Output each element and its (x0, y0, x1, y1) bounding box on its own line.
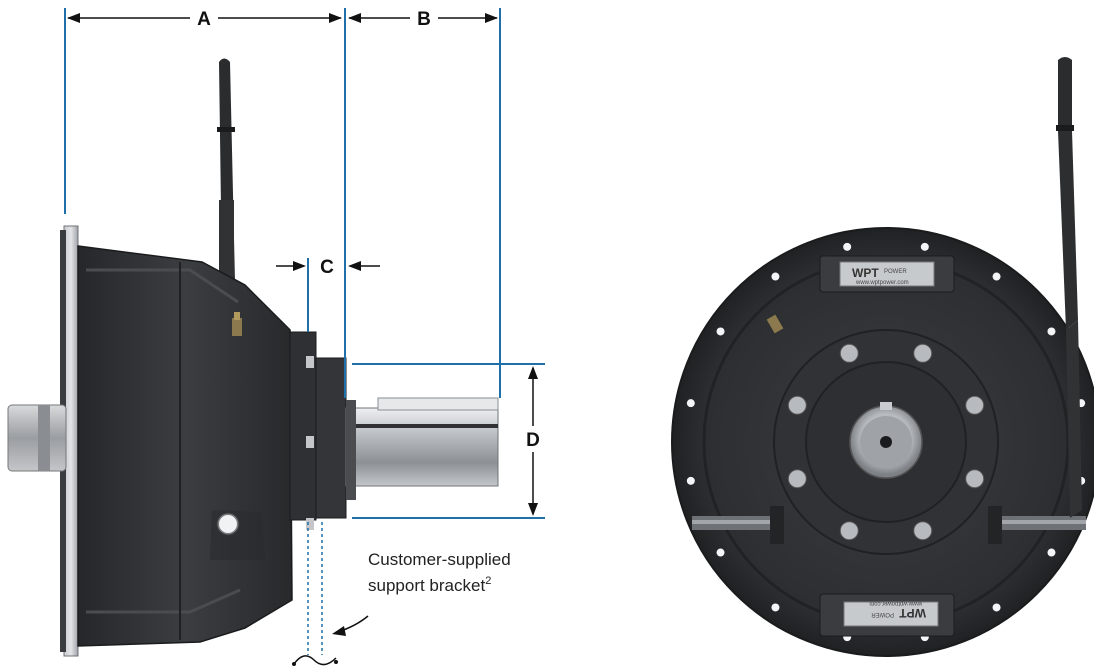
rim-bolt-hole (1047, 327, 1056, 336)
side-hand-lever (217, 58, 235, 282)
dimension-b: B (348, 9, 498, 30)
front-grease-fitting (766, 314, 784, 334)
rim-bolt-hole (920, 242, 929, 251)
dimension-c-label: C (320, 257, 334, 278)
rim-bolt-hole (843, 242, 852, 251)
inner-bolt (839, 521, 859, 541)
front-hand-lever (1056, 57, 1082, 518)
inner-bolt (913, 343, 933, 363)
support-bracket-callout: Customer-supplied support bracket2 (292, 522, 511, 666)
callout-line-2: support bracket2 (368, 575, 491, 595)
rim-bolt-hole (771, 603, 780, 612)
front-inner-bolts (787, 343, 985, 541)
side-output-shaft (345, 397, 499, 500)
rim-bolt-hole (992, 603, 1001, 612)
inner-bolt (787, 395, 807, 415)
nameplate-top-url: www.wptpower.com (855, 280, 909, 286)
dimension-d: D (526, 366, 540, 516)
callout-line-1: Customer-supplied (368, 550, 511, 569)
inner-bolt (965, 395, 985, 415)
nameplate-bottom-brand: WPT (899, 606, 926, 620)
rim-bolt-hole (771, 272, 780, 281)
callout-line-2-text: support bracket (368, 576, 485, 595)
rim-bolt-hole (992, 272, 1001, 281)
callout-footnote: 2 (485, 575, 491, 587)
dimension-lines: A B C D (64, 8, 545, 519)
side-grease-fitting (232, 312, 242, 336)
dimension-a-label: A (197, 9, 211, 30)
rim-bolt-hole (686, 476, 695, 485)
side-main-housing (77, 245, 293, 647)
side-input-hub (7, 404, 67, 472)
nameplate-top-suffix: POWER (884, 269, 907, 275)
side-view (7, 58, 499, 657)
rim-bolt-hole (716, 548, 725, 557)
inner-bolt (839, 343, 859, 363)
side-inspection-port (210, 510, 265, 560)
dimension-d-label: D (526, 430, 540, 451)
dimension-a: A (67, 9, 342, 30)
front-nameplate-top: WPT POWER www.wptpower.com (819, 255, 955, 293)
dimension-c: C (276, 257, 380, 278)
front-view: WPT POWER www.wptpower.com WPT POWER www… (671, 57, 1094, 657)
rim-bolt-hole (716, 327, 725, 336)
nameplate-bottom-suffix: POWER (871, 611, 894, 617)
front-left-actuator (692, 506, 784, 544)
inner-bolt (913, 521, 933, 541)
nameplate-bottom-url: www.wptpower.com (869, 600, 923, 606)
front-nameplate-bottom: WPT POWER www.wptpower.com (819, 593, 955, 637)
rim-bolt-hole (686, 399, 695, 408)
inner-bolt (965, 469, 985, 489)
bracket-break-symbol (293, 655, 337, 666)
nameplate-top-brand: WPT (852, 266, 879, 280)
inner-bolt (787, 469, 807, 489)
front-right-actuator (988, 506, 1086, 544)
rim-bolt-hole (1047, 548, 1056, 557)
dimension-b-label: B (417, 9, 431, 30)
front-center-bore (849, 402, 923, 479)
